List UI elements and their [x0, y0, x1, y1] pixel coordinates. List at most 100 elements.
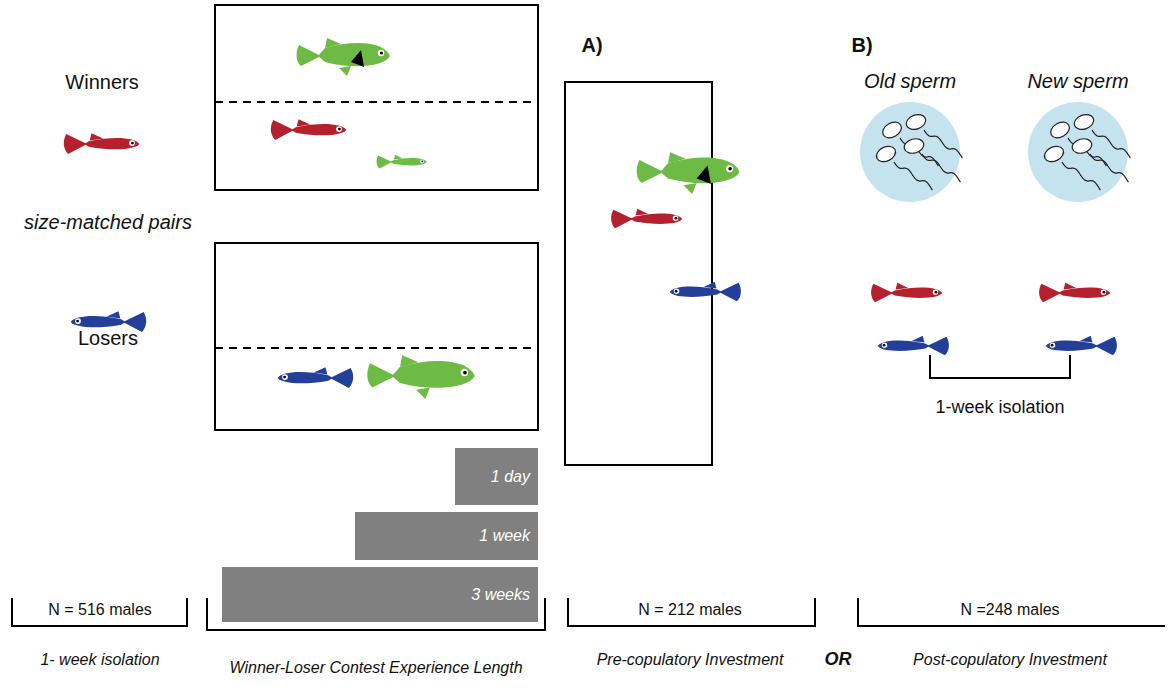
duration-bar: 3 weeks: [222, 567, 538, 622]
phase-label: Pre-copulatory Investment: [597, 650, 784, 669]
bracket-label: 1-week isolation: [935, 397, 1064, 419]
bracket: [858, 598, 1165, 626]
sperm-head: [1042, 143, 1066, 164]
fish-part: [377, 155, 392, 168]
fish-pupil: [883, 344, 886, 347]
fish-part: [291, 124, 346, 135]
fish-pupil: [421, 160, 423, 162]
sperm-tail: [1090, 154, 1128, 182]
fish-part: [670, 286, 722, 297]
fish-eye: [378, 50, 384, 56]
fish-eye: [129, 140, 135, 146]
fish-part: [630, 213, 682, 224]
sample-circle-art: [1013, 97, 1143, 207]
fish-part: [318, 43, 390, 66]
fish-eye: [933, 289, 938, 294]
tank: [565, 82, 712, 465]
group-label: Losers: [78, 326, 138, 350]
sample-circle: [1028, 102, 1128, 202]
phase-label: Winner-Loser Contest Experience Length: [211, 658, 541, 677]
fish-pupil: [675, 290, 678, 293]
divider-line: [215, 347, 538, 349]
group-label: Winners: [65, 70, 138, 94]
winner-fish: [1039, 283, 1110, 303]
panel-letter: A): [581, 33, 602, 57]
small-fish: [377, 155, 427, 169]
loser-fish: [670, 282, 741, 302]
bar-label: 1 day: [491, 468, 530, 486]
fish-pupil: [1051, 344, 1054, 347]
fish-pupil: [283, 376, 286, 379]
group-label: size-matched pairs: [24, 210, 192, 234]
fish-eye: [75, 318, 81, 324]
fish-eye: [673, 215, 678, 220]
fish-eye: [1050, 342, 1055, 347]
fish-part: [927, 337, 949, 356]
fish-pupil: [338, 128, 341, 131]
sample-size: N = 212 males: [638, 600, 742, 619]
duration-bar: 1 day: [455, 448, 538, 505]
sperm-head: [1048, 119, 1072, 141]
bracket: [930, 355, 1070, 378]
fish-part: [1046, 340, 1098, 351]
fish-pupil: [380, 51, 383, 54]
bar-label: 1 week: [479, 527, 530, 545]
fish-part: [1039, 284, 1061, 303]
sperm-tail: [922, 154, 960, 182]
fish-part: [890, 287, 942, 298]
sample-heading: New sperm: [1013, 70, 1143, 93]
loser-fish: [1046, 336, 1117, 356]
fish-pupil: [76, 320, 79, 323]
fish-part: [878, 340, 930, 351]
or-label: OR: [825, 649, 852, 671]
fish-part: [278, 372, 333, 383]
fish-part: [871, 284, 893, 303]
fish-part: [330, 368, 353, 388]
fish-part: [683, 183, 696, 194]
fish-part: [416, 388, 430, 400]
sample-size: N = 516 males: [48, 600, 152, 619]
tank: [215, 5, 538, 190]
fish-part: [71, 316, 126, 327]
fish-part: [1058, 287, 1110, 298]
sperm-head: [903, 137, 926, 156]
sperm-head: [904, 112, 928, 132]
winner-fish: [871, 283, 942, 303]
fish-part: [271, 120, 294, 140]
fish-pupil: [935, 291, 938, 294]
female-fish-gravid: [297, 38, 390, 76]
fish-eye: [461, 369, 468, 376]
fish-part: [611, 210, 633, 229]
sample-size: N =248 males: [960, 600, 1059, 619]
fish-pupil: [131, 142, 134, 145]
fish-part: [392, 361, 475, 388]
duration-bar: 1 week: [355, 512, 538, 560]
winner-fish: [271, 119, 346, 140]
panel-letter: B): [851, 33, 872, 57]
fish-eye: [726, 165, 733, 172]
fish-part: [660, 158, 739, 184]
sample-circle: [860, 102, 960, 202]
gravid-spot: [351, 50, 364, 67]
sperm-tail: [924, 130, 962, 158]
fish-part: [637, 160, 664, 183]
phase-label: 1- week isolation: [40, 650, 159, 669]
fish-eye: [1101, 289, 1106, 294]
sperm-sample: Old sperm: [845, 70, 975, 207]
phase-label: Post-copulatory Investment: [913, 650, 1107, 669]
sperm-head: [874, 143, 898, 164]
female-fish-gravid: [637, 152, 740, 194]
sperm-tail: [1092, 130, 1130, 158]
sample-circle-art: [845, 97, 975, 207]
sperm-head: [1071, 137, 1094, 156]
fish-eye: [282, 374, 288, 380]
female-fish: [367, 355, 474, 399]
fish-eye: [674, 288, 679, 293]
sample-heading: Old sperm: [845, 70, 975, 93]
bar-label: 3 weeks: [471, 586, 530, 604]
fish-part: [390, 158, 427, 165]
fish-pupil: [463, 371, 467, 375]
fish-eye: [336, 126, 342, 132]
fish-part: [719, 283, 741, 302]
